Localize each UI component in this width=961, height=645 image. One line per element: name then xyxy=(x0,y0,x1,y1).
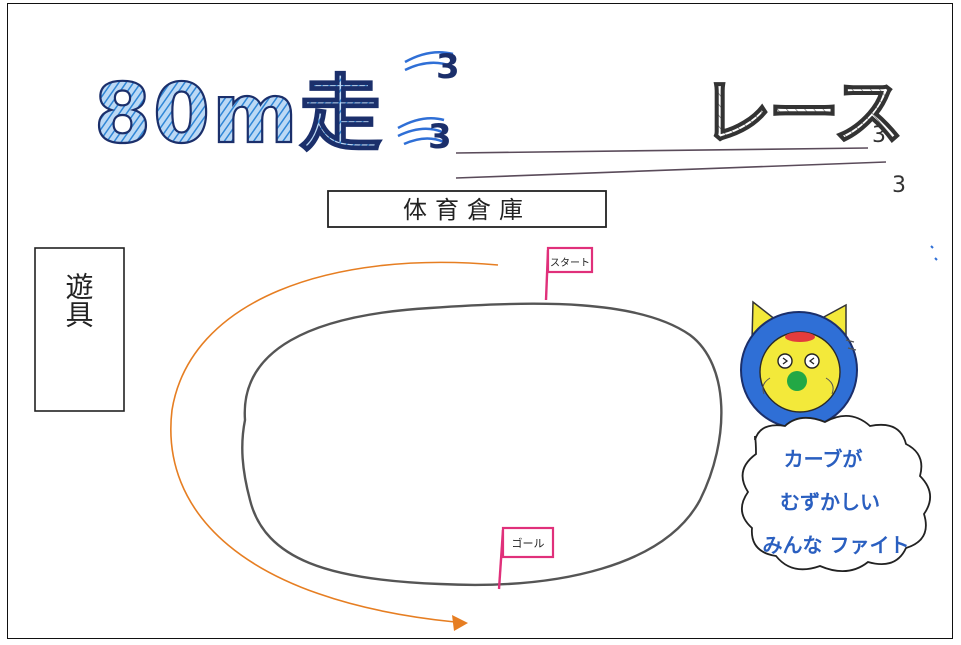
arrow-icon xyxy=(452,615,468,631)
direction-arrow xyxy=(170,261,499,623)
bubble-line-3: みんな ファイト xyxy=(763,533,910,557)
running-track xyxy=(241,302,723,587)
title-main-text: 80m走 xyxy=(94,67,384,162)
bubble-line-1: カーブが xyxy=(784,447,863,471)
goal-flag-label: ゴール xyxy=(512,536,545,550)
bubble-line-2: むずかしい xyxy=(780,490,880,514)
goal-flag-icon xyxy=(497,526,555,590)
start-flag-icon xyxy=(544,246,594,301)
title-race-text: レース xyxy=(700,71,900,155)
race-mark-3: 3 xyxy=(872,123,886,148)
start-flag-label: スタート xyxy=(550,257,590,269)
speed-mark-3: 3 xyxy=(436,47,460,87)
title-main: 80m走 xyxy=(93,66,384,163)
stray-mark xyxy=(934,257,938,261)
race-mark-3: 3 xyxy=(892,173,906,198)
equipment-label: 遊具 xyxy=(62,272,95,328)
speed-mark-3: 3 xyxy=(428,117,452,157)
storage-box xyxy=(327,190,607,228)
speed-stroke xyxy=(397,117,445,130)
stray-mark xyxy=(930,245,934,249)
speed-stroke xyxy=(404,61,452,72)
speech-bubble xyxy=(741,415,931,572)
equipment-box xyxy=(34,247,125,412)
title-underline xyxy=(455,147,869,154)
storage-label: 体育倉庫 xyxy=(403,196,531,224)
speed-marks xyxy=(397,51,454,146)
speed-stroke xyxy=(397,127,443,138)
mascot-icon xyxy=(740,300,858,429)
speed-stroke xyxy=(403,137,445,146)
title-underline xyxy=(455,161,887,179)
speed-stroke xyxy=(404,51,454,64)
